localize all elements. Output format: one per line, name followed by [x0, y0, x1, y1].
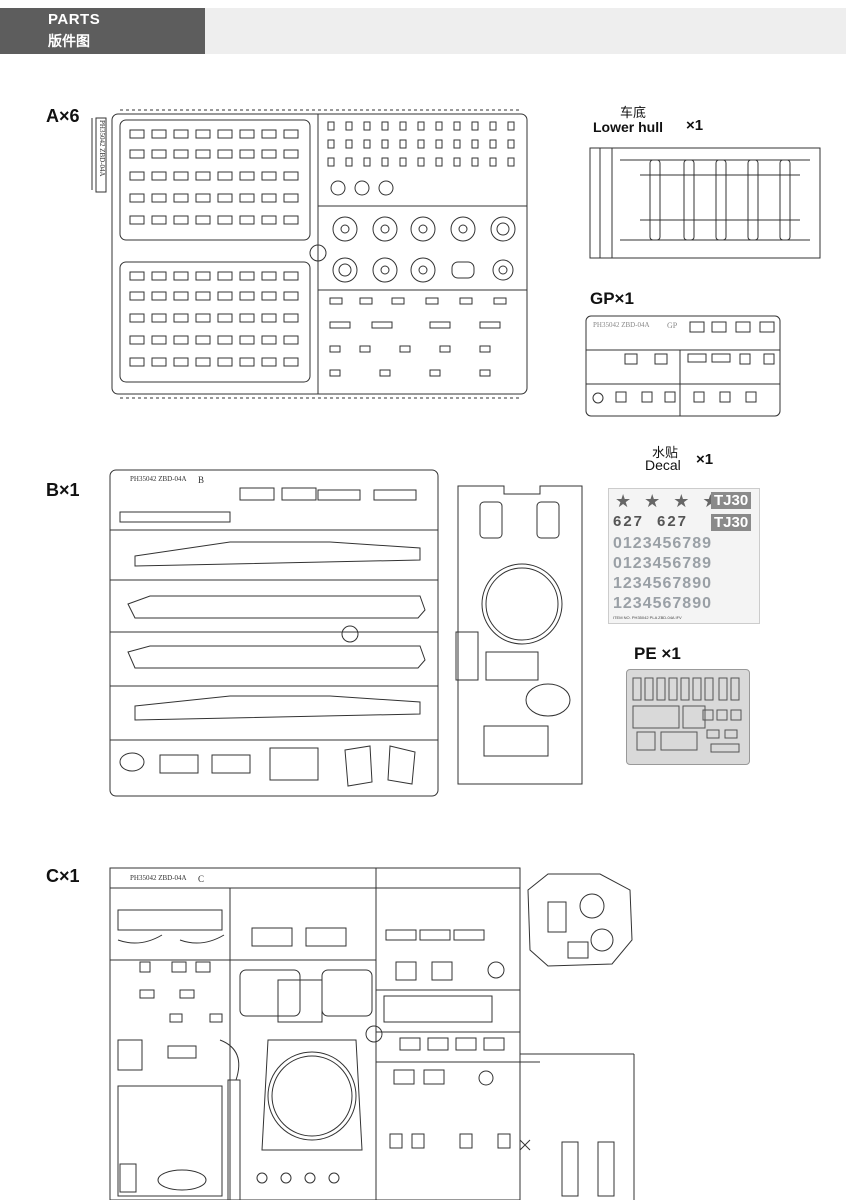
decal-sheet: ★ ★ ★ ★ TJ30 627 627 TJ30 0123456789 012… [608, 488, 760, 624]
sprue-c [109, 867, 635, 1200]
sprue-a-track-links [129, 121, 516, 377]
sprue-c-code: PH35042 ZBD-04A [130, 874, 187, 882]
sprue-a [91, 109, 528, 399]
lower-hull-qty: ×1 [686, 117, 704, 134]
pe-fret [626, 669, 750, 765]
header-title-block: PARTS 版件图 [0, 8, 205, 54]
decal-badge-bottom: TJ30 [711, 514, 752, 531]
decal-stars: ★ ★ ★ ★ [615, 491, 723, 511]
page-header: PARTS 版件图 [0, 8, 846, 54]
sprue-c-letter: C [198, 874, 205, 884]
decal-digits-row-3: 1234567890 [613, 575, 712, 592]
sprue-b-code: PH35042 ZBD-04A [130, 475, 187, 483]
sprue-gp [585, 315, 781, 417]
lower-hull-cn: 车底 [620, 106, 647, 121]
section-c-label: C×1 [46, 866, 80, 886]
decal-digits-row-2: 0123456789 [613, 555, 712, 572]
gp-label: GP×1 [590, 289, 634, 308]
sprue-gp-letter: GP [667, 321, 678, 330]
pe-label: PE ×1 [634, 644, 681, 663]
sprue-b [109, 469, 439, 797]
section-b-label: B×1 [46, 480, 80, 500]
section-a-label: A×6 [46, 106, 80, 126]
pe-fret-drawing [632, 677, 742, 753]
lower-hull-en: Lower hull [593, 119, 663, 135]
upper-hull [455, 485, 583, 785]
decal-number-a: 627 [613, 513, 645, 530]
sprue-gp-code: PH35042 ZBD-04A [593, 321, 650, 329]
header-subtitle: 版件图 [48, 34, 90, 50]
decal-cn: 水贴 [652, 446, 679, 461]
decal-badge-top: TJ30 [711, 492, 752, 509]
header-title: PARTS [48, 11, 101, 28]
decal-en: Decal [645, 457, 681, 473]
turret-part [527, 873, 633, 967]
decal-qty: ×1 [696, 451, 714, 468]
decal-digits-row-1: 0123456789 [613, 535, 712, 552]
decal-digits-row-4: 1234567890 [613, 595, 712, 612]
lower-hull [589, 147, 821, 259]
decal-footer: ITEM NO. PH35042 PLA ZBD-04A IFV [613, 615, 682, 620]
sprue-b-letter: B [198, 475, 205, 485]
decal-number-b: 627 [657, 513, 689, 530]
